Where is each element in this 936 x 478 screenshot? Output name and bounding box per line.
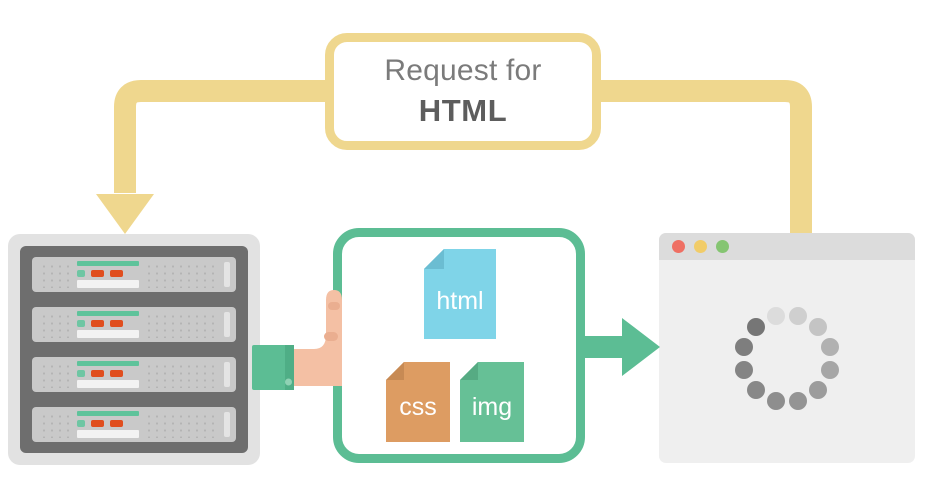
server-slot-bar — [77, 330, 139, 338]
spinner-dot — [746, 318, 765, 337]
minimize-dot[interactable] — [694, 240, 707, 253]
server-led-row — [77, 419, 139, 427]
server-status-bar — [77, 311, 139, 316]
server-vent-left — [39, 261, 73, 288]
browser-window[interactable] — [659, 233, 915, 463]
request-label-line1: Request for — [384, 53, 542, 87]
server-rack — [8, 234, 260, 465]
server-led-green — [77, 419, 85, 427]
server-indicator-group — [77, 411, 139, 438]
server-slot-bar — [77, 280, 139, 288]
spinner-dot — [789, 306, 808, 325]
server-led-red — [91, 319, 104, 327]
file-label-html: html — [436, 287, 484, 315]
server-handle — [224, 262, 230, 287]
spinner-dot — [809, 380, 828, 399]
loading-spinner — [732, 304, 842, 414]
server-slot-bar — [77, 430, 139, 438]
spinner-dot — [766, 392, 785, 410]
file-icon-html: html — [424, 249, 496, 339]
server-unit — [32, 257, 236, 292]
server-led-red — [110, 369, 123, 377]
spinner-dot — [809, 318, 828, 337]
server-indicator-group — [77, 261, 139, 288]
server-unit — [32, 307, 236, 342]
server-handle — [224, 412, 230, 437]
server-unit — [32, 357, 236, 392]
server-status-bar — [77, 411, 139, 416]
close-dot[interactable] — [672, 240, 685, 253]
delivery-arrow-right — [576, 318, 660, 376]
server-handle — [224, 312, 230, 337]
server-handle — [224, 362, 230, 387]
browser-viewport — [659, 260, 915, 463]
file-label-img: img — [471, 393, 513, 421]
server-unit — [32, 407, 236, 442]
spinner-dot — [735, 360, 754, 379]
server-led-green — [77, 269, 85, 277]
request-label-line2: HTML — [418, 93, 508, 129]
server-led-row — [77, 369, 139, 377]
spinner-dot — [820, 338, 839, 357]
server-rack-chassis — [20, 246, 248, 453]
server-vent-right — [144, 261, 220, 288]
spinner-dot — [820, 360, 839, 379]
spinner-dot — [766, 306, 785, 325]
request-label-box: Request for HTML — [325, 33, 601, 150]
server-vent-left — [39, 311, 73, 338]
server-led-row — [77, 269, 139, 277]
server-led-red — [91, 369, 104, 377]
server-led-red — [110, 419, 123, 427]
server-vent-left — [39, 361, 73, 388]
server-slot-bar — [77, 380, 139, 388]
browser-titlebar — [659, 233, 915, 260]
server-status-bar — [77, 261, 139, 266]
server-vent-right — [144, 361, 220, 388]
server-vent-right — [144, 311, 220, 338]
spinner-dot — [735, 338, 754, 357]
file-icon-css: css — [386, 362, 450, 442]
server-vent-left — [39, 411, 73, 438]
server-indicator-group — [77, 361, 139, 388]
server-led-green — [77, 319, 85, 327]
server-led-red — [110, 269, 123, 277]
maximize-dot[interactable] — [716, 240, 729, 253]
server-led-red — [91, 269, 104, 277]
hand-icon — [252, 290, 342, 390]
server-led-red — [110, 319, 123, 327]
server-led-row — [77, 319, 139, 327]
file-label-css: css — [399, 393, 437, 421]
spinner-dot — [789, 392, 808, 410]
server-led-green — [77, 369, 85, 377]
file-icon-img: img — [460, 362, 524, 442]
server-status-bar — [77, 361, 139, 366]
server-vent-right — [144, 411, 220, 438]
server-led-red — [91, 419, 104, 427]
spinner-dot — [746, 380, 765, 399]
server-indicator-group — [77, 311, 139, 338]
